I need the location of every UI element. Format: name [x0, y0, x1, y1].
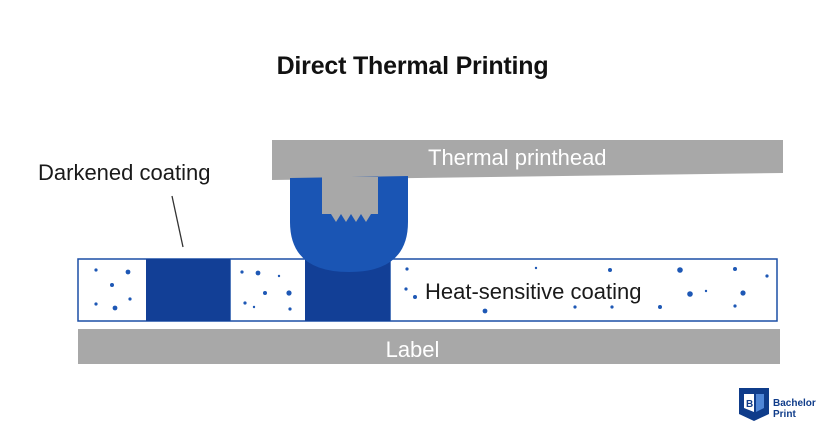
brand-name: Bachelor Print	[773, 398, 816, 420]
coating-particles	[94, 266, 769, 314]
particle-dot	[263, 291, 267, 295]
particle-dot	[94, 302, 98, 306]
heat-sensitive-coating-label: Heat-sensitive coating	[425, 279, 642, 304]
particle-dot	[243, 301, 247, 305]
particle-dot	[112, 305, 118, 311]
particle-dot	[608, 268, 612, 272]
particle-dot	[740, 290, 746, 296]
heating-element	[290, 176, 408, 272]
thermal-printhead	[272, 140, 783, 180]
particle-dot	[110, 283, 114, 287]
darkened-coating-label: Darkened coating	[38, 160, 211, 185]
particle-dot	[573, 305, 577, 309]
particle-dot	[125, 269, 131, 275]
particle-dot	[94, 268, 98, 272]
particle-dot	[413, 295, 417, 299]
particle-dot	[277, 274, 281, 278]
particle-dot	[252, 305, 256, 309]
particle-dot	[288, 307, 292, 311]
particle-dot	[286, 290, 292, 296]
particle-dot	[733, 267, 737, 271]
particle-dot	[255, 270, 261, 276]
particle-dot	[765, 274, 769, 278]
particle-dot	[482, 308, 488, 314]
particle-dot	[534, 266, 538, 270]
brand-line-1: Bachelor	[773, 398, 816, 409]
label-base-label: Label	[385, 337, 440, 362]
particle-dot	[405, 267, 409, 271]
particle-dot	[704, 289, 708, 293]
label-base	[78, 329, 780, 364]
particle-dot	[240, 270, 244, 274]
brand-line-2: Print	[773, 409, 796, 420]
particle-dot	[128, 297, 132, 301]
darkened-coating-block	[146, 259, 230, 321]
particle-dot	[658, 305, 662, 309]
printhead-teeth	[322, 177, 378, 222]
particle-dot	[677, 267, 683, 273]
callout-line	[171, 195, 184, 248]
svg-text:B: B	[746, 399, 753, 410]
diagram-title: Direct Thermal Printing	[276, 52, 549, 80]
particle-dot	[610, 305, 614, 309]
bachelorprint-logo-icon: B	[739, 388, 769, 421]
particle-dot	[404, 287, 408, 291]
particle-dot	[733, 304, 737, 308]
particle-dot	[687, 291, 693, 297]
printhead-label: Thermal printhead	[428, 145, 607, 170]
